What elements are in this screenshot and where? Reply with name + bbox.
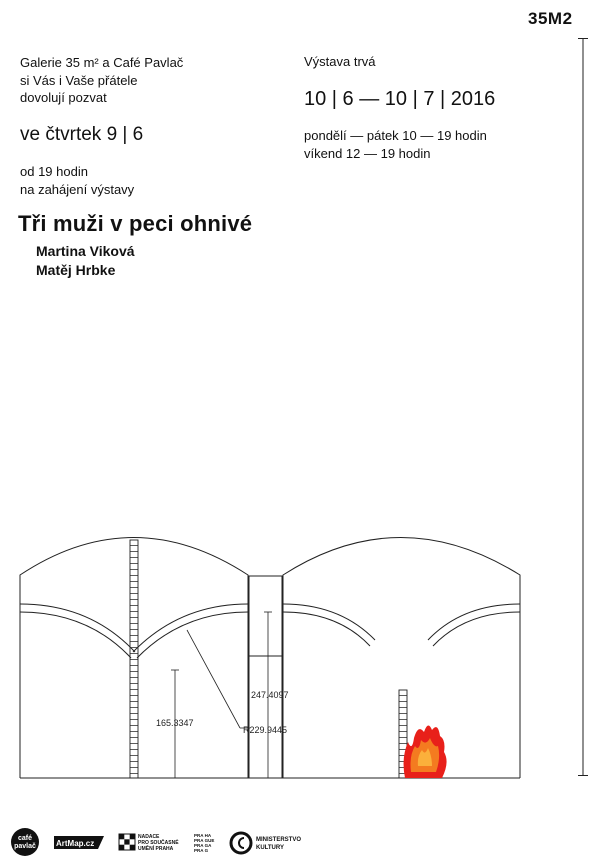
sponsor-logos: café pavlač ArtMap.cz NADACE PRO SOUČASN… xyxy=(11,828,301,856)
left-inner-arch-right-inner xyxy=(136,611,249,659)
svg-text:pavlač: pavlač xyxy=(14,843,36,850)
exhibition-dates: 10 | 6 — 10 | 7 | 2016 xyxy=(304,88,496,110)
svg-text:NADACE: NADACE xyxy=(138,834,160,840)
opening-day: ve čtvrtek 9 | 6 xyxy=(20,124,144,145)
invitation-line-3: dovolují pozvat xyxy=(20,90,107,105)
middle-column xyxy=(248,575,283,779)
artmap-logo: ArtMap.cz xyxy=(54,836,104,849)
svg-text:MINISTERSTVO: MINISTERSTVO xyxy=(256,837,301,843)
invitation-text: Galerie 35 m² a Café Pavlač si Vás i Vaš… xyxy=(20,54,183,107)
vertical-scale-rule xyxy=(578,38,588,776)
svg-text:PRA GA: PRA GA xyxy=(194,843,212,848)
artist-name: Matěj Hrbke xyxy=(36,261,116,278)
left-vault-outline xyxy=(19,537,249,778)
dim-height-2: 247.4097 xyxy=(251,690,289,700)
nadace-logo: NADACE PRO SOUČASNÉ UMĚNÍ PRAHA xyxy=(118,833,179,852)
brand-mark: 35M2 xyxy=(528,9,573,28)
right-inner-arch-left xyxy=(282,603,376,641)
opening-time-line-2: na zahájení výstavy xyxy=(20,181,135,197)
hours-weekend: víkend 12 — 19 hodin xyxy=(304,145,431,161)
svg-text:PRA HA: PRA HA xyxy=(194,833,212,838)
dim-height-1: 165.3347 xyxy=(156,718,194,728)
svg-text:KULTURY: KULTURY xyxy=(256,845,284,851)
opening-time: od 19 hodin na zahájení výstavy xyxy=(20,163,134,198)
svg-text:PRO SOUČASNÉ: PRO SOUČASNÉ xyxy=(138,838,179,846)
right-inner-arch-left-inner xyxy=(282,611,371,647)
opening-hours: pondělí — pátek 10 — 19 hodin víkend 12 … xyxy=(304,127,487,162)
right-vault-outline xyxy=(282,537,521,778)
svg-text:UMĚNÍ PRAHA: UMĚNÍ PRAHA xyxy=(138,844,174,852)
runs-label: Výstava trvá xyxy=(304,54,376,69)
right-ladder xyxy=(398,689,408,779)
svg-text:PRA GUE: PRA GUE xyxy=(194,838,214,843)
svg-text:PRA G: PRA G xyxy=(194,848,209,853)
opening-time-line-1: od 19 hodin xyxy=(20,164,88,179)
fire-flame xyxy=(403,725,447,778)
exhibition-title: Tři muži v peci ohnivé xyxy=(18,211,253,236)
svg-text:ArtMap.cz: ArtMap.cz xyxy=(56,839,94,848)
cafe-pavlac-logo: café pavlač xyxy=(11,828,39,856)
dim-radius: R229.9445 xyxy=(243,725,287,735)
invitation-line-2: si Vás i Vaše přátele xyxy=(20,72,138,88)
oven-vault-drawing: 165.3347 247.4097 R229.9445 xyxy=(19,537,521,779)
ministerstvo-kultury-logo: MINISTERSTVO KULTURY xyxy=(229,831,301,855)
left-inner-arch-right xyxy=(132,603,249,653)
left-inner-arch-left-inner xyxy=(19,611,132,659)
right-inner-arch-right-inner xyxy=(432,611,521,647)
invitation-line-1: Galerie 35 m² a Café Pavlač xyxy=(20,55,184,70)
artist-name: Martina Viková xyxy=(36,243,135,259)
hours-weekdays: pondělí — pátek 10 — 19 hodin xyxy=(304,128,487,143)
left-inner-arch-left xyxy=(19,603,136,653)
artist-list: Martina Viková Matěj Hrbke xyxy=(36,242,135,279)
left-ladder xyxy=(129,539,139,779)
svg-text:café: café xyxy=(18,835,32,842)
right-inner-arch-right xyxy=(427,603,521,641)
praha-logo: PRA HA PRA GUE PRA GA PRA G xyxy=(194,833,214,853)
